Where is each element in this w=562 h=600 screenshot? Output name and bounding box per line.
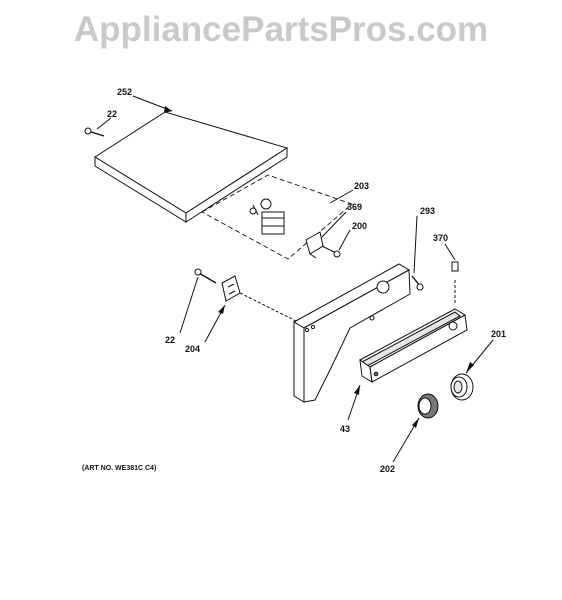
callout-22-bottom: 22 bbox=[165, 335, 175, 345]
screw-part-293[interactable] bbox=[411, 275, 424, 291]
control-panel-part[interactable] bbox=[359, 308, 468, 383]
control-assembly-outline bbox=[201, 174, 353, 260]
clip-part-370[interactable] bbox=[451, 261, 459, 272]
knob-part-201[interactable] bbox=[450, 373, 474, 401]
screw-part-bottom[interactable] bbox=[194, 268, 217, 284]
hinge-bracket-part[interactable] bbox=[221, 275, 241, 302]
callout-201: 201 bbox=[491, 329, 506, 339]
callout-252: 252 bbox=[117, 87, 132, 97]
callout-369: 369 bbox=[347, 202, 362, 212]
callout-370: 370 bbox=[433, 233, 448, 243]
art-number-label: (ART NO. WE381C C4) bbox=[82, 465, 156, 472]
callout-200: 200 bbox=[352, 221, 367, 231]
callout-203: 203 bbox=[354, 181, 369, 191]
callout-43: 43 bbox=[340, 424, 350, 434]
leader-lines bbox=[96, 95, 494, 463]
console-frame-part[interactable] bbox=[292, 263, 411, 403]
callout-202: 202 bbox=[380, 464, 395, 474]
switch-component-part[interactable] bbox=[249, 198, 285, 235]
callout-204: 204 bbox=[185, 344, 200, 354]
assembly-line bbox=[239, 292, 299, 323]
callout-22-top: 22 bbox=[107, 109, 117, 119]
bracket-part[interactable] bbox=[305, 231, 341, 259]
callout-293: 293 bbox=[420, 206, 435, 216]
screw-part-top[interactable] bbox=[84, 127, 105, 137]
top-cover-part[interactable] bbox=[94, 111, 289, 223]
knob-part-202[interactable] bbox=[417, 393, 439, 419]
watermark-text: AppliancePartsPros.com bbox=[73, 10, 489, 49]
